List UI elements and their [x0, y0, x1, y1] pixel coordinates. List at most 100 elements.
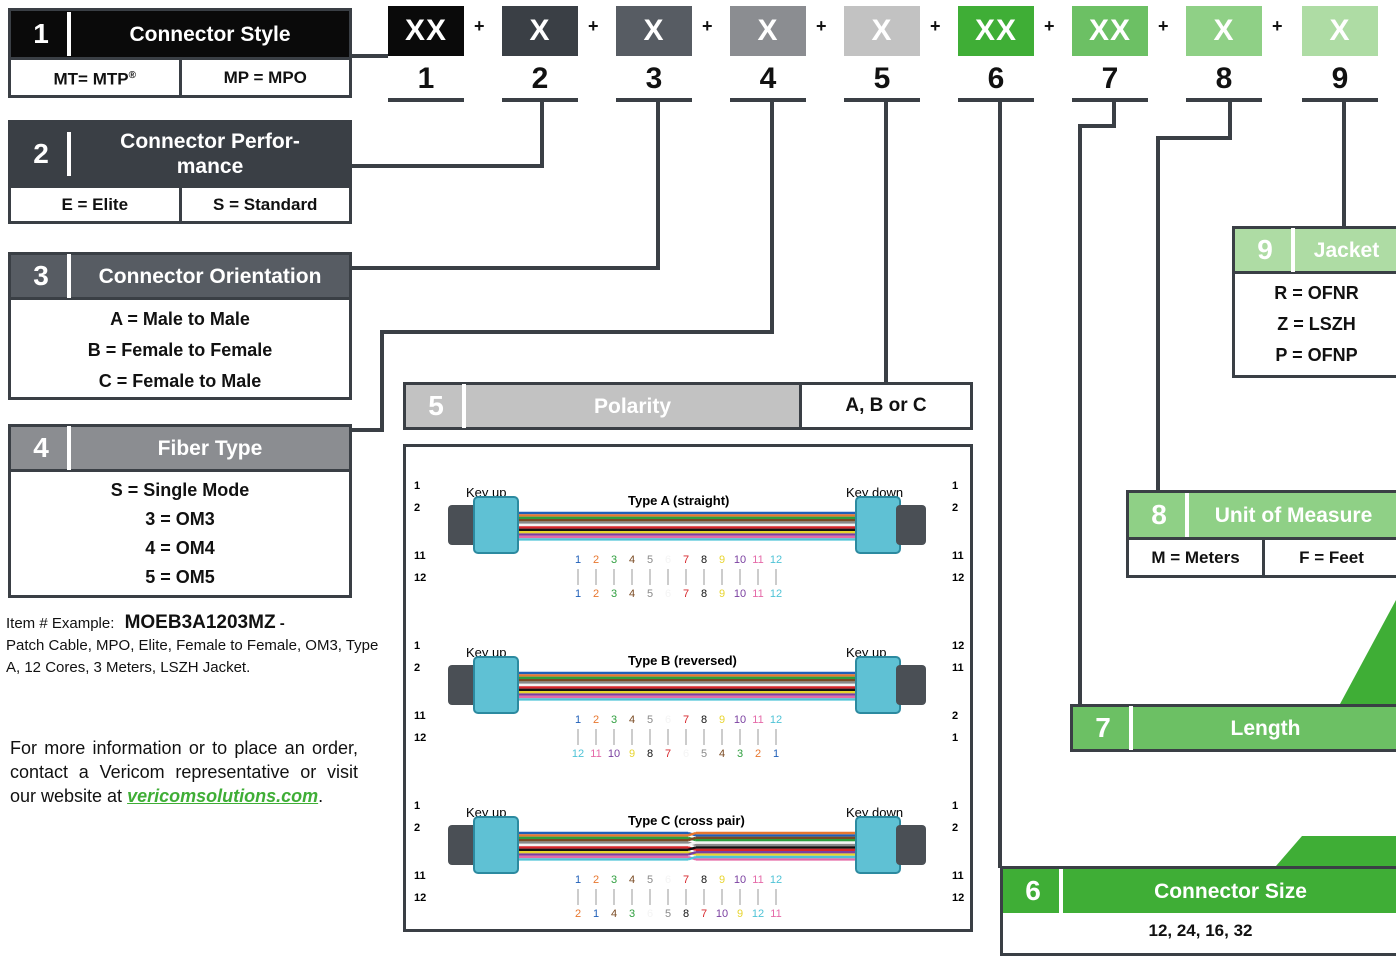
- connector-size-values: 12, 24, 16, 32: [1148, 921, 1253, 940]
- type-title: Type C (cross pair): [628, 813, 745, 828]
- fiber-number-bottom: 7: [683, 588, 689, 600]
- plus-sign: +: [702, 16, 713, 36]
- fiber-number-top: 2: [593, 714, 599, 726]
- unit-of-measure-box: 8 Unit of Measure M = Meters F = Feet: [1126, 490, 1396, 578]
- fiber-number-bottom: 3: [737, 748, 743, 760]
- jacket-box: 9 Jacket R = OFNR Z = LSZH P = OFNP: [1232, 226, 1396, 378]
- box-number: 5: [406, 384, 466, 428]
- code-position-5: 5: [873, 62, 891, 95]
- pin-label-left: 2: [414, 662, 420, 674]
- orientation-item: B = Female to Female: [87, 340, 273, 360]
- example-label: Item # Example:: [6, 615, 115, 632]
- code-position-9: 9: [1331, 62, 1349, 95]
- pin-label-left: 1: [414, 480, 420, 492]
- fiber-number-bottom: 4: [611, 908, 617, 920]
- fiber-number-bottom: 2: [575, 908, 581, 920]
- code-segment-2: X: [502, 6, 578, 56]
- orientation-item: C = Female to Male: [98, 371, 262, 391]
- box-title: Unit of Measure: [1214, 503, 1373, 527]
- connector-boot-left: [448, 825, 478, 865]
- info-text: For more information or to place an orde…: [10, 738, 358, 806]
- fiber-number-top: 3: [611, 714, 617, 726]
- connector-body-left: [473, 816, 519, 874]
- fiber-number-top: 6: [665, 874, 671, 886]
- jacket-item: P = OFNP: [1275, 345, 1358, 365]
- code-underline: [616, 98, 692, 102]
- fiber-number-top: 9: [719, 714, 725, 726]
- code-segment-8: X: [1186, 6, 1262, 56]
- fiber-number-top: 11: [752, 554, 763, 566]
- box-number: 3: [11, 254, 71, 298]
- example-code: MOEB3A1203MZ: [124, 612, 276, 633]
- fiber-number-top: 2: [593, 874, 599, 886]
- option-meters: M = Meters: [1151, 547, 1240, 567]
- fiber-number-top: 8: [701, 714, 707, 726]
- fiber-number-bottom: 6: [647, 908, 653, 920]
- box-title: Length: [1230, 716, 1301, 740]
- fiber-number-bottom: 9: [629, 748, 635, 760]
- fiber-number-top: 10: [734, 714, 746, 726]
- fiber-number-bottom: 10: [608, 748, 620, 760]
- fiber-item: S = Single Mode: [110, 480, 250, 500]
- fiber-number-top: 3: [611, 874, 617, 886]
- fiber-number-top: 8: [701, 874, 707, 886]
- box-number: 6: [1003, 869, 1063, 913]
- connector-body-right: [855, 496, 901, 554]
- plus-sign: +: [816, 16, 827, 36]
- example-dash: -: [279, 615, 285, 632]
- fiber-type-box: 4 Fiber Type S = Single Mode 3 = OM3 4 =…: [8, 424, 352, 598]
- fiber-number-bottom: 2: [755, 748, 761, 760]
- code-position-2: 2: [531, 62, 549, 95]
- fiber-strand: [687, 855, 697, 861]
- polarity-header-box: 5 Polarity A, B or C: [403, 382, 973, 430]
- plus-sign: +: [1044, 16, 1055, 36]
- fiber-strand: [687, 846, 697, 851]
- box-title: Polarity: [593, 394, 672, 418]
- option-feet: F = Feet: [1262, 538, 1396, 577]
- fiber-number-top: 12: [770, 874, 782, 886]
- pin-label-left: 2: [414, 502, 420, 514]
- type-title: Type A (straight): [628, 493, 729, 508]
- fiber-number-bottom: 7: [665, 748, 671, 760]
- fiber-number-top: 4: [629, 554, 635, 566]
- code-position-1: 1: [417, 62, 435, 95]
- fiber-number-top: 8: [701, 554, 707, 566]
- box-title: Connector Orientation: [98, 264, 322, 288]
- fiber-number-bottom: 12: [752, 908, 764, 920]
- box-number: 8: [1129, 493, 1189, 537]
- fiber-number-top: 1: [575, 554, 581, 566]
- pin-label-left: 12: [414, 572, 426, 584]
- box-number: 9: [1235, 228, 1295, 272]
- fiber-number-bottom: 1: [773, 748, 779, 760]
- fiber-number-bottom: 11: [590, 748, 601, 760]
- website-link[interactable]: vericomsolutions.com: [127, 786, 319, 806]
- fiber-number-top: 11: [752, 874, 763, 886]
- pin-label-right: 11: [952, 870, 964, 882]
- pin-label-left: 11: [414, 870, 426, 882]
- type-title: Type B (reversed): [628, 653, 737, 668]
- pin-label-right: 2: [952, 822, 958, 834]
- option-mpo: MP = MPO: [178, 58, 350, 97]
- pin-label-right: 12: [952, 572, 964, 584]
- fiber-number-bottom: 12: [572, 748, 584, 760]
- fiber-number-bottom: 5: [665, 908, 671, 920]
- fiber-number-top: 12: [770, 714, 782, 726]
- code-underline: [1072, 98, 1148, 102]
- fiber-number-bottom: 11: [752, 588, 763, 600]
- fiber-number-bottom: 8: [647, 748, 653, 760]
- box-title: Fiber Type: [157, 436, 263, 460]
- fiber-number-bottom: 8: [701, 588, 707, 600]
- connector-boot-right: [896, 505, 926, 545]
- fiber-number-top: 12: [770, 554, 782, 566]
- pin-label-left: 1: [414, 800, 420, 812]
- option-standard: S = Standard: [178, 186, 350, 223]
- option-elite: E = Elite: [61, 194, 129, 214]
- registered-mark: ®: [128, 69, 136, 81]
- fiber-number-bottom: 5: [701, 748, 707, 760]
- fiber-number-bottom: 1: [593, 908, 599, 920]
- box-number: 1: [11, 12, 71, 56]
- fiber-number-top: 7: [683, 554, 689, 566]
- pin-label-right: 11: [952, 550, 964, 562]
- fiber-item: 3 = OM3: [145, 509, 215, 529]
- plus-sign: +: [930, 16, 941, 36]
